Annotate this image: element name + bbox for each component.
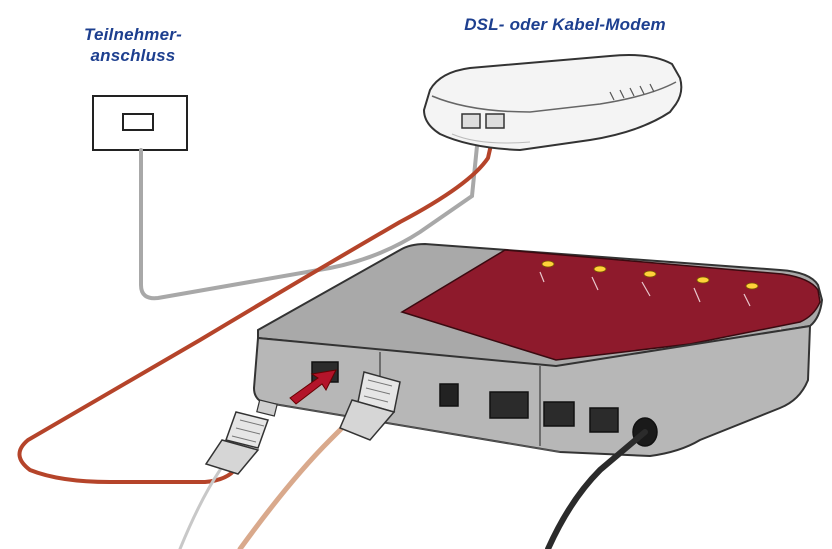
router-icon [252,242,824,458]
usb-port [439,383,459,407]
led-info [745,282,759,290]
red-network-cable [17,134,495,484]
lan-port [489,391,529,419]
wall-socket-icon [92,95,188,151]
fon2-port [589,407,619,433]
subscriber-label-line-2: anschluss [90,46,176,65]
fon1-port [543,401,575,427]
led-lan [643,270,657,278]
modem-icon [422,54,683,152]
grey-phone-cable [139,134,480,301]
router-red-cover [400,249,821,361]
grey-trailing-cable [178,468,222,549]
loose-rj45-plug-icon [204,399,278,475]
power-cable [545,429,648,549]
insert-arrow-icon [289,369,337,405]
subscriber-line-label: Teilnehmer- anschluss [58,24,208,66]
rj45-plug-icon [339,371,401,441]
led-dsl [593,265,607,273]
modem-label: DSL- oder Kabel-Modem [464,15,666,34]
led-wlan [696,276,710,284]
subscriber-label-line-1: Teilnehmer- [84,25,182,44]
orange-lan-cable [237,397,373,549]
led-power [541,260,555,268]
